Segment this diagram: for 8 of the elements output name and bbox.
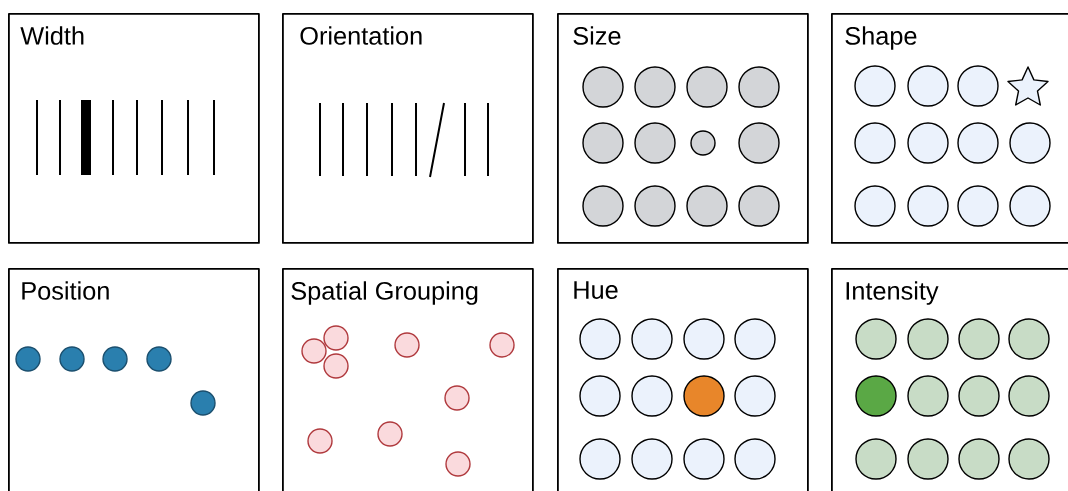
panel-box: Hue bbox=[557, 268, 809, 491]
panel-box: Size bbox=[557, 13, 809, 244]
panel-box: Intensity bbox=[831, 268, 1068, 491]
panel-box: Shape bbox=[831, 13, 1068, 244]
panel-box: Position bbox=[8, 268, 260, 491]
panel-box: Spatial Grouping bbox=[282, 268, 534, 491]
panel-box: Orientation bbox=[282, 13, 534, 244]
panel-box: Width bbox=[8, 13, 260, 244]
